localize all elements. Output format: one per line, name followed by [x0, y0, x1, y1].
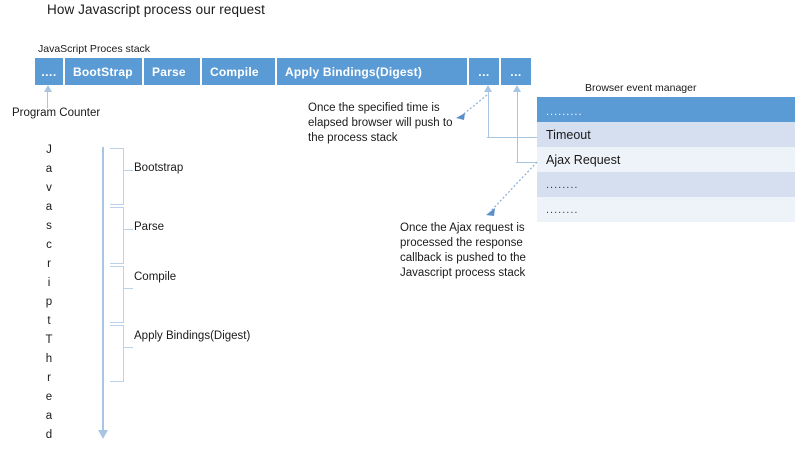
stack-cell-timeout-slot[interactable]: ...	[469, 58, 499, 85]
thread-letter: J	[46, 144, 52, 156]
thread-letter: e	[45, 391, 53, 403]
thread-letter: h	[45, 353, 53, 365]
note-timeout: Once the specified time is elapsed brows…	[308, 102, 453, 144]
thread-letter: a	[45, 201, 53, 213]
stack-cell-apply-bindings[interactable]: Apply Bindings(Digest)	[277, 58, 467, 85]
phase-bracket-parse	[110, 207, 124, 264]
timeout-connector-horizontal	[487, 137, 537, 139]
javascript-thread-label: J a v a s c r i p t T h r e a d	[42, 141, 56, 445]
stack-cell-dots-left[interactable]: ....	[35, 58, 63, 85]
phase-tick-apply-bindings	[124, 347, 133, 349]
thread-timeline-arrowhead-icon	[98, 430, 108, 439]
page-title: How Javascript process our request	[47, 2, 265, 17]
stack-cell-ajax-slot[interactable]: ...	[501, 58, 531, 85]
phase-label-parse: Parse	[134, 221, 165, 233]
thread-letter: a	[45, 163, 53, 175]
phase-bracket-compile	[110, 266, 124, 323]
timeout-connector-vertical	[487, 91, 489, 138]
ajax-note-arrowhead-icon	[486, 208, 495, 216]
phase-bracket-apply-bindings	[110, 325, 124, 382]
phase-label-apply-bindings: Apply Bindings(Digest)	[134, 330, 251, 342]
note-ajax: Once the Ajax request is processed the r…	[400, 222, 526, 279]
javascript-process-stack: .... BootStrap Parse Compile Apply Bindi…	[35, 58, 531, 85]
stack-cell-bootstrap[interactable]: BootStrap	[65, 58, 142, 85]
stack-cell-parse[interactable]: Parse	[144, 58, 200, 85]
timeout-connector-arrowhead-icon	[484, 85, 492, 92]
phase-tick-bootstrap	[124, 170, 133, 172]
program-counter-leader-line	[47, 92, 49, 108]
phase-tick-compile	[124, 288, 133, 290]
event-row-placeholder-2[interactable]: ........	[537, 197, 795, 222]
browser-event-manager-caption: Browser event manager	[585, 82, 697, 94]
thread-letter: i	[47, 277, 51, 289]
event-row-header: .........	[537, 97, 795, 122]
phase-bracket-bootstrap	[110, 148, 124, 205]
ajax-connector-horizontal	[516, 162, 537, 164]
thread-letter: T	[45, 334, 53, 346]
program-counter-label: Program Counter	[12, 107, 101, 119]
browser-event-manager-table: ......... Timeout Ajax Request ........ …	[537, 97, 795, 222]
stack-cell-compile[interactable]: Compile	[202, 58, 275, 85]
thread-letter: r	[47, 258, 51, 270]
thread-letter: v	[46, 182, 52, 194]
thread-letter: p	[45, 296, 53, 308]
thread-letter: d	[45, 429, 53, 441]
process-stack-caption: JavaScript Proces stack	[38, 43, 151, 55]
ajax-connector-vertical	[516, 91, 518, 163]
thread-timeline-arrow	[102, 147, 104, 432]
thread-letter: t	[47, 315, 51, 327]
ajax-connector-arrowhead-icon	[513, 85, 521, 92]
event-row-placeholder-1[interactable]: ........	[537, 172, 795, 197]
thread-letter: a	[45, 410, 53, 422]
phase-tick-parse	[124, 229, 133, 231]
thread-letter: r	[47, 372, 51, 384]
phase-label-bootstrap: Bootstrap	[134, 162, 184, 174]
event-row-ajax-request[interactable]: Ajax Request	[537, 147, 795, 172]
program-counter-arrowhead-icon	[43, 85, 52, 92]
event-row-timeout[interactable]: Timeout	[537, 122, 795, 147]
phase-label-compile: Compile	[134, 271, 177, 283]
thread-letter: s	[46, 220, 52, 232]
thread-letter: c	[46, 239, 52, 251]
ajax-note-leader	[489, 161, 538, 213]
